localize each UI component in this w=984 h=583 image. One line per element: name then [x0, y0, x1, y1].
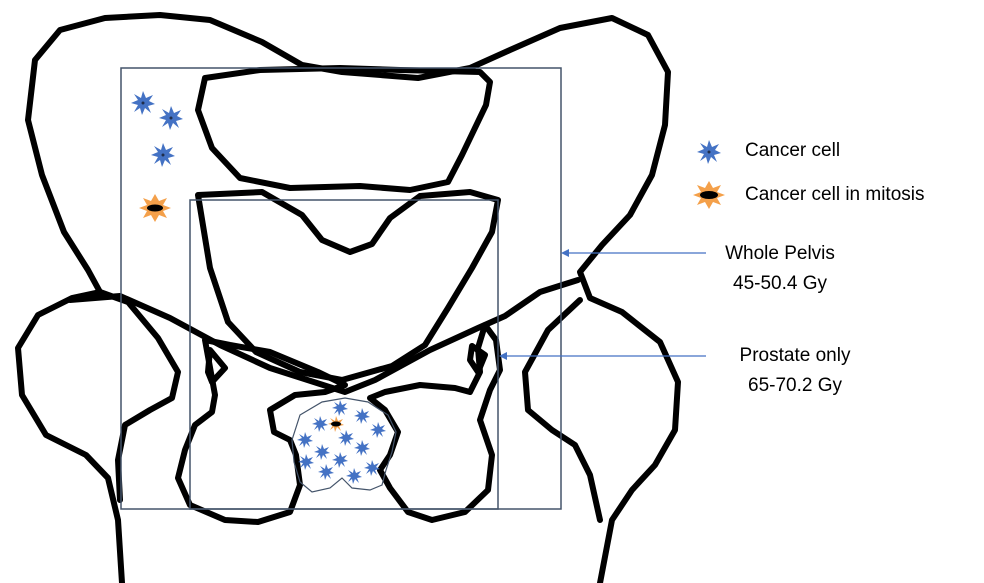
legend-cancer-cell-label: Cancer cell: [745, 139, 840, 163]
legend-cancer-cell-icon: [697, 140, 721, 164]
prostate-only-label: Prostate only 65-70.2 Gy: [715, 344, 875, 398]
whole-pelvis-dose: 45-50.4 Gy: [700, 272, 860, 296]
legend-mitosis-cell-icon: [693, 181, 725, 209]
whole-pelvis-arrowhead: [561, 249, 569, 257]
legend-mitosis-cell-label: Cancer cell in mitosis: [745, 183, 925, 207]
mitosis-cell-icon: [139, 194, 171, 222]
whole-pelvis-label: Whole Pelvis 45-50.4 Gy: [700, 242, 860, 296]
left-femur-head: [100, 292, 178, 500]
sacrum: [198, 68, 490, 190]
lower-sacrum: [198, 192, 498, 380]
prostate-cancer-cells: [297, 400, 386, 484]
whole-pelvis-name: Whole Pelvis: [700, 242, 860, 266]
right-femur-head: [525, 300, 600, 520]
prostate-only-name: Prostate only: [715, 344, 875, 368]
prostate-only-dose: 65-70.2 Gy: [715, 374, 875, 398]
prostate-mitosis-cell: [328, 416, 344, 432]
prostate-gland: [292, 398, 396, 492]
left-obturator: [208, 350, 225, 382]
cancer-cell-icon: [131, 91, 183, 167]
